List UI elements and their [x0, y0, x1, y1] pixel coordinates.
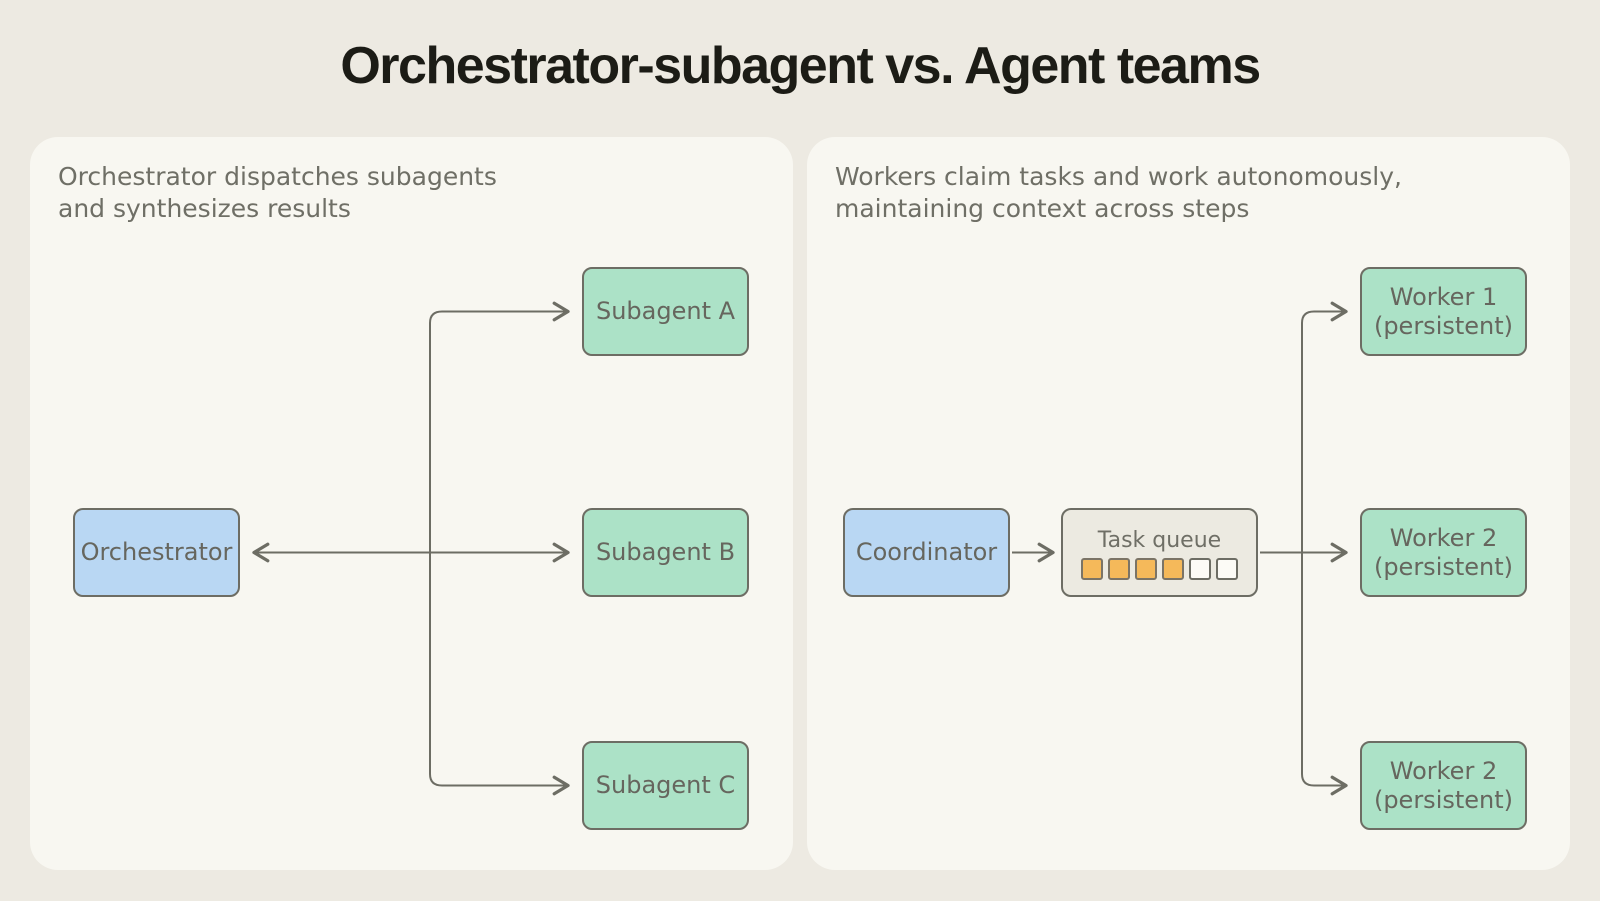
task-queue-node: Task queue — [1061, 508, 1258, 597]
worker-label-line: (persistent) — [1373, 785, 1514, 814]
worker-2-node: Worker 2 (persistent) — [1360, 508, 1527, 597]
worker-label-line: (persistent) — [1373, 311, 1514, 340]
subagent-a-node: Subagent A — [582, 267, 749, 356]
task-queue-slots — [1081, 557, 1238, 580]
connector-to-subagent-c — [429, 552, 570, 796]
task-slot-filled — [1135, 557, 1157, 580]
subagent-b-label: Subagent B — [595, 538, 736, 566]
task-slot-filled — [1162, 557, 1184, 580]
subtitle-line: Orchestrator dispatches subagents — [58, 162, 497, 191]
worker-label-line: (persistent) — [1373, 552, 1514, 581]
agent-teams-connectors — [1012, 301, 1348, 796]
worker-label-line: Worker 2 — [1389, 756, 1498, 785]
orchestrator-panel-subtitle: Orchestrator dispatches subagents and sy… — [58, 161, 497, 225]
coordinator-node-label: Coordinator — [855, 538, 998, 566]
task-slot-empty — [1189, 557, 1211, 580]
worker-label-line: Worker 2 — [1389, 523, 1498, 552]
orchestrator-node: Orchestrator — [73, 508, 240, 597]
subagent-a-label: Subagent A — [595, 297, 736, 325]
task-queue-label: Task queue — [1097, 527, 1222, 553]
subtitle-line: and synthesizes results — [58, 194, 351, 223]
subtitle-line: maintaining context across steps — [835, 194, 1250, 223]
worker-1-node: Worker 1 (persistent) — [1360, 267, 1527, 356]
agent-teams-panel: Workers claim tasks and work autonomousl… — [807, 137, 1570, 870]
orchestrator-connectors — [252, 301, 570, 796]
worker-label-line: Worker 1 — [1389, 282, 1498, 311]
task-slot-empty — [1216, 557, 1238, 580]
connector-to-worker-1 — [1301, 301, 1348, 552]
page-title: Orchestrator-subagent vs. Agent teams — [340, 37, 1261, 95]
task-slot-filled — [1108, 557, 1130, 580]
subagent-c-node: Subagent C — [582, 741, 749, 830]
orchestrator-node-label: Orchestrator — [80, 538, 233, 566]
subagent-c-label: Subagent C — [595, 771, 736, 799]
orchestrator-subagent-panel: Orchestrator dispatches subagents and sy… — [30, 137, 793, 870]
coordinator-node: Coordinator — [843, 508, 1010, 597]
connector-to-subagent-a — [429, 301, 570, 552]
connector-to-worker-3 — [1301, 552, 1348, 796]
task-slot-filled — [1081, 557, 1103, 580]
worker-3-node: Worker 2 (persistent) — [1360, 741, 1527, 830]
subagent-b-node: Subagent B — [582, 508, 749, 597]
subtitle-line: Workers claim tasks and work autonomousl… — [835, 162, 1402, 191]
agent-teams-panel-subtitle: Workers claim tasks and work autonomousl… — [835, 161, 1402, 225]
